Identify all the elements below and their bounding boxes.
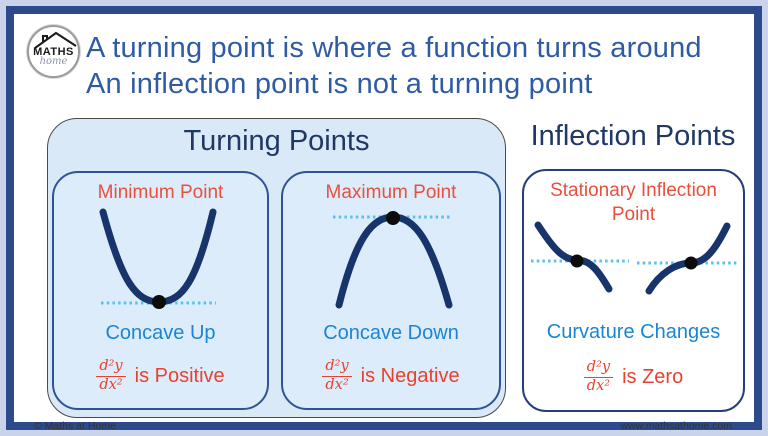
- formula-text: is Zero: [622, 365, 684, 388]
- copyright-text: © Maths at Home: [34, 420, 116, 432]
- inflection-curves-graphic: [531, 221, 738, 295]
- minimum-curve-graphic: [99, 208, 216, 309]
- second-derivative-positive: d²y dx² is Positive: [54, 358, 267, 394]
- stationary-inflection-line-2: Point: [611, 204, 656, 225]
- maximum-point-card: Maximum Point Concave Down d²y dx² is Ne…: [281, 171, 501, 410]
- second-derivative-zero: d²y dx² is Zero: [524, 359, 743, 395]
- maximum-curve-graphic: [333, 211, 453, 309]
- title-line-1: A turning point is where a function turn…: [86, 32, 702, 64]
- fraction-denominator: dx²: [586, 377, 611, 394]
- formula-text: is Positive: [134, 364, 225, 387]
- inflection-points-header: Inflection Points: [530, 120, 736, 152]
- fraction-d2y-dx2: d²y dx²: [322, 358, 352, 394]
- maximum-point-label: Maximum Point: [325, 182, 457, 203]
- inflection-point-card: Stationary Inflection Point Curvature Ch…: [522, 169, 745, 412]
- website-url: www.mathsathome.com: [620, 420, 732, 432]
- fraction-d2y-dx2: d²y dx²: [583, 359, 614, 395]
- curvature-changes-label: Curvature Changes: [546, 321, 721, 343]
- fraction-denominator: dx²: [99, 376, 123, 393]
- minimum-point-card: Minimum Point Concave Up d²y dx² is Posi…: [52, 171, 269, 410]
- fraction-numerator: d²y: [322, 358, 352, 377]
- concave-up-label: Concave Up: [105, 322, 216, 344]
- fraction-d2y-dx2: d²y dx²: [96, 358, 126, 394]
- logo-brand-text: MATHS: [33, 46, 74, 58]
- slide-frame: MATHS home A turning point is where a fu…: [6, 6, 762, 432]
- stationary-inflection-label: Stationary Inflection Point: [524, 179, 743, 227]
- formula-text: is Negative: [360, 364, 460, 387]
- fraction-numerator: d²y: [96, 358, 126, 377]
- turning-points-panel: Turning Points Minimum Point Concave Up …: [47, 118, 506, 418]
- second-derivative-negative: d²y dx² is Negative: [283, 358, 499, 394]
- title-line-2: An inflection point is not a turning poi…: [86, 68, 593, 100]
- slide-title: A turning point is where a function turn…: [86, 30, 756, 102]
- logo-brand-subtext: home: [39, 56, 68, 67]
- minimum-point-label: Minimum Point: [97, 182, 224, 203]
- fraction-denominator: dx²: [325, 376, 349, 393]
- house-roof-icon: [34, 31, 77, 49]
- fraction-numerator: d²y: [583, 359, 614, 378]
- turning-points-header: Turning Points: [183, 125, 370, 157]
- stationary-inflection-line-1: Stationary Inflection: [550, 180, 717, 201]
- concave-down-label: Concave Down: [323, 322, 459, 344]
- maths-at-home-logo: MATHS home: [27, 25, 80, 78]
